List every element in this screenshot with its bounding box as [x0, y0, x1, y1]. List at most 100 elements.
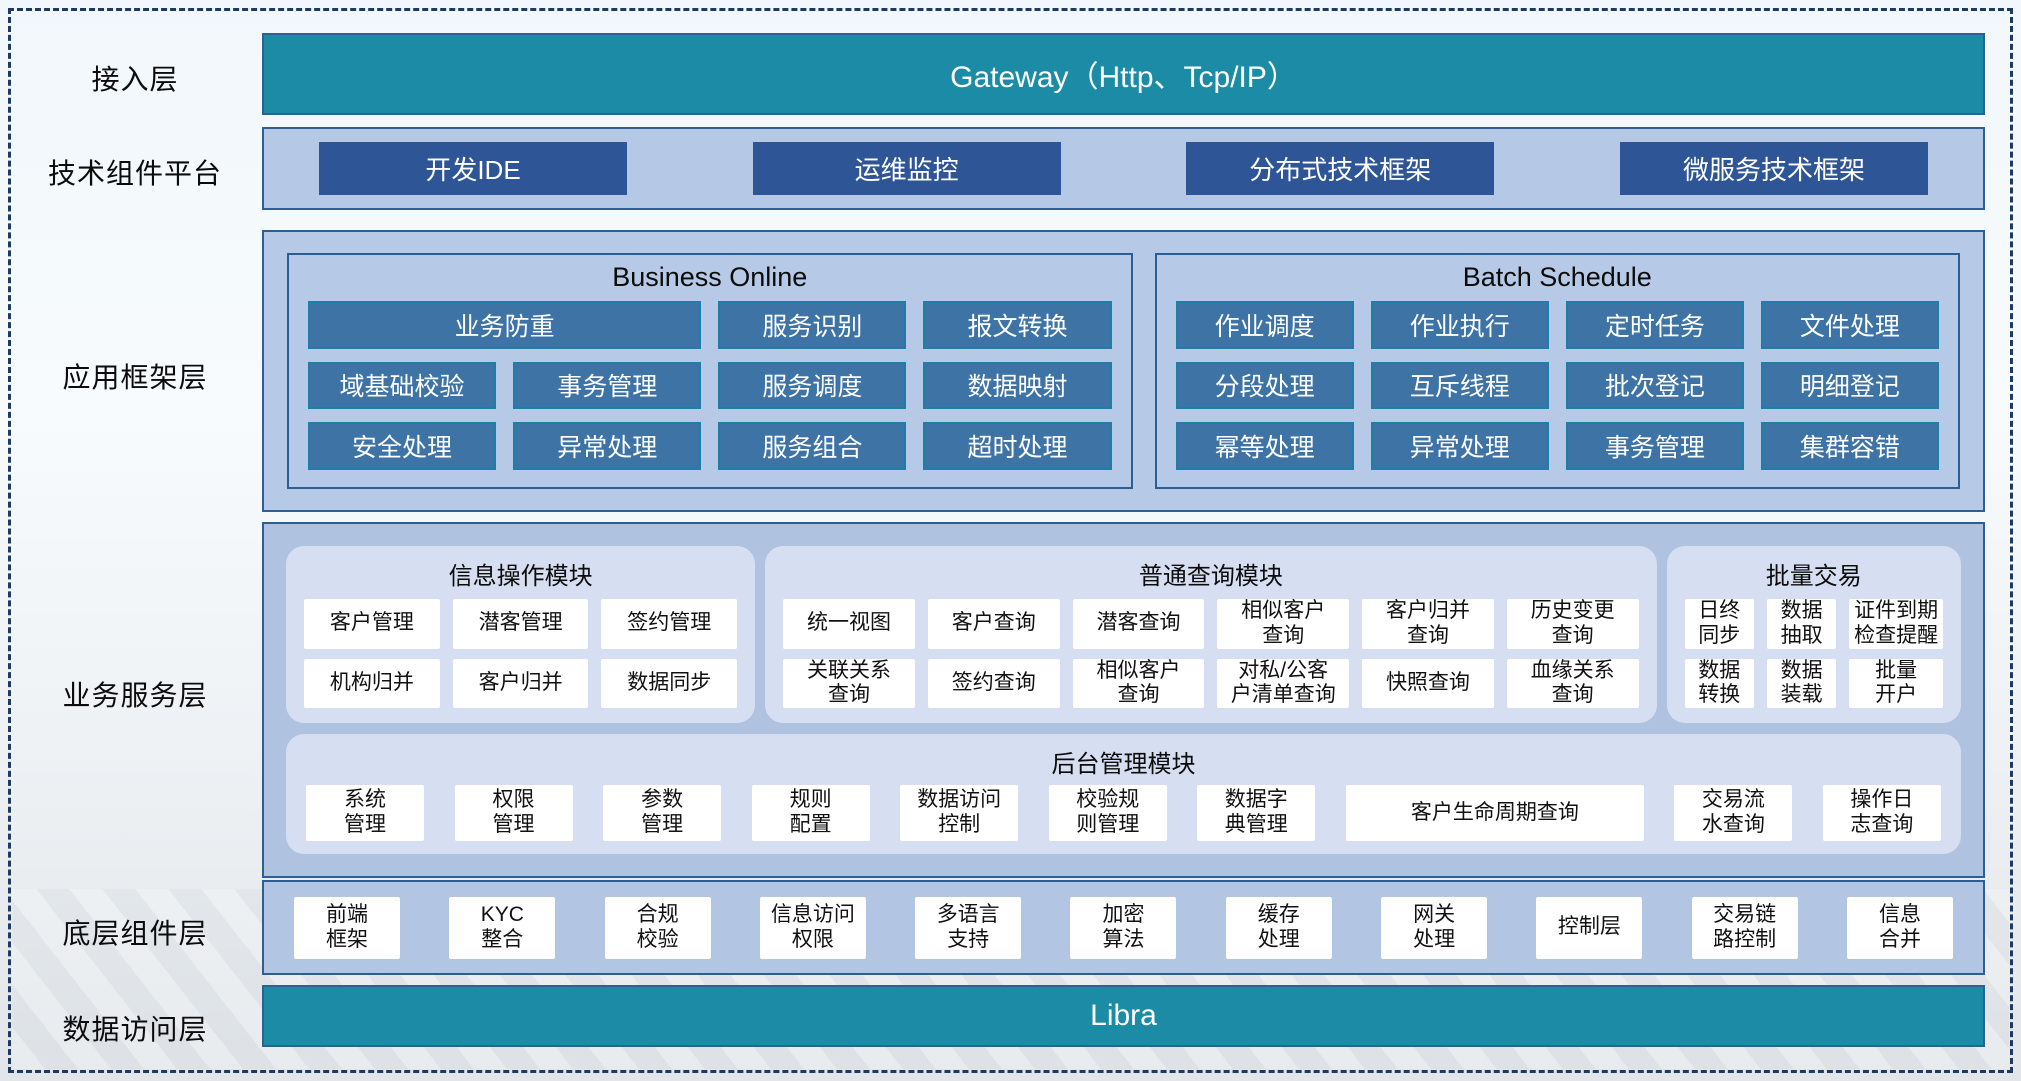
service-cell: 快照查询 [1362, 658, 1494, 709]
base-component-cell: 多语言 支持 [915, 896, 1022, 959]
layer-label-base-components: 底层组件层 [62, 918, 208, 949]
general-query-grid: 统一视图客户查询潜客查询相似客户 查询客户归并 查询历史变更 查询 关联关系 查… [765, 597, 1656, 723]
service-cell: 客户查询 [927, 599, 1060, 649]
data-access-bar: Libra [262, 985, 1985, 1047]
framework-button: 互斥线程 [1370, 361, 1549, 410]
service-cell: 潜客管理 [452, 599, 589, 649]
service-cell: 日终 同步 [1684, 599, 1754, 649]
base-component-cell: 加密 算法 [1070, 896, 1177, 959]
info-operation-panel: 信息操作模块 客户管理潜客管理签约管理 机构归并客户归并数据同步 [286, 546, 756, 724]
info-operation-grid: 客户管理潜客管理签约管理 机构归并客户归并数据同步 [286, 597, 755, 723]
batch-trade-grid: 日终 同步数据 抽取证件到期 检查提醒 数据 转换数据 装载批量 开户 [1667, 597, 1961, 723]
batch-schedule-panel: Batch Schedule 作业调度作业执行定时任务文件处理 分段处理互斥线程… [1154, 253, 1960, 489]
data-access-label: Libra [1090, 999, 1157, 1032]
base-component-cell: 网关 处理 [1381, 896, 1488, 959]
tech-component-button: 运维监控 [752, 142, 1061, 195]
layer-label-business-service: 业务服务层 [62, 680, 208, 711]
general-query-panel: 普通查询模块 统一视图客户查询潜客查询相似客户 查询客户归并 查询历史变更 查询… [765, 546, 1657, 724]
service-cell: 证件到期 检查提醒 [1849, 599, 1944, 649]
business-service-top-row: 信息操作模块 客户管理潜客管理签约管理 机构归并客户归并数据同步 普通查询模块 … [286, 546, 1962, 724]
framework-button: 服务调度 [718, 361, 907, 410]
service-cell: 数据 转换 [1684, 658, 1754, 709]
gateway-bar: Gateway（Http、Tcp/IP） [262, 33, 1985, 115]
admin-module-panel: 后台管理模块 系统 管理权限 管理参数 管理规则 配置数据访问 控制校验规 则管… [286, 734, 1961, 855]
service-cell: 批量 开户 [1849, 658, 1944, 709]
framework-button: 事务管理 [513, 361, 702, 410]
service-cell: 相似客户 查询 [1072, 658, 1205, 709]
service-cell: 数据 抽取 [1766, 599, 1837, 649]
service-cell: 客户归并 [452, 658, 589, 709]
tech-component-button: 分布式技术框架 [1186, 142, 1495, 195]
framework-button: 安全处理 [308, 422, 497, 470]
base-component-cell: 合规 校验 [604, 896, 711, 959]
batch-schedule-grid: 作业调度作业执行定时任务文件处理 分段处理互斥线程批次登记明细登记 幂等处理异常… [1157, 299, 1958, 487]
admin-cell: 交易流 水查询 [1674, 785, 1793, 842]
business-online-grid: 业务防重 服务识别报文转换 域基础校验事务管理服务调度数据映射 安全处理异常处理… [289, 299, 1131, 487]
base-components-row: 前端 框架 KYC 整合合规 校验信息访问 权限多语言 支持加密 算法缓存 处理网… [264, 882, 1983, 973]
base-component-cell: 信息 合并 [1846, 896, 1953, 959]
batch-trade-panel: 批量交易 日终 同步数据 抽取证件到期 检查提醒 数据 转换数据 装载批量 开户 [1666, 546, 1962, 724]
layer-label-tech-platform: 技术组件平台 [47, 158, 222, 189]
service-cell: 关联关系 查询 [783, 658, 915, 709]
service-cell: 数据同步 [601, 658, 738, 709]
framework-button: 定时任务 [1565, 301, 1744, 349]
framework-button: 事务管理 [1565, 422, 1744, 470]
general-query-title: 普通查询模块 [1138, 563, 1283, 590]
admin-module-row: 系统 管理权限 管理参数 管理规则 配置数据访问 控制校验规 则管理数据字 典管… [286, 785, 1961, 854]
framework-button: 批次登记 [1565, 361, 1744, 410]
framework-button: 数据映射 [923, 361, 1112, 410]
base-component-cell: 信息访问 权限 [759, 896, 866, 959]
service-cell: 历史变更 查询 [1506, 599, 1639, 649]
admin-cell: 权限 管理 [454, 785, 573, 842]
business-online-panel: Business Online 业务防重 服务识别报文转换 域基础校验事务管理服… [287, 253, 1133, 489]
base-component-cell: 交易链 路控制 [1691, 896, 1798, 959]
tech-component-button: 微服务技术框架 [1619, 142, 1928, 195]
framework-button: 作业执行 [1370, 301, 1549, 349]
framework-button: 异常处理 [1370, 422, 1549, 470]
service-cell: 相似客户 查询 [1217, 599, 1350, 649]
framework-button: 集群容错 [1760, 422, 1939, 470]
base-components-container: 前端 框架 KYC 整合合规 校验信息访问 权限多语言 支持加密 算法缓存 处理网… [262, 880, 1985, 975]
framework-button: 异常处理 [513, 422, 702, 470]
layer-label-app-framework: 应用框架层 [62, 362, 208, 393]
service-cell: 数据 装载 [1766, 658, 1837, 709]
info-operation-title: 信息操作模块 [448, 563, 593, 590]
base-component-cell: 缓存 处理 [1225, 896, 1332, 959]
batch-schedule-title: Batch Schedule [1462, 262, 1652, 292]
service-cell: 签约查询 [927, 658, 1060, 709]
framework-button: 超时处理 [923, 422, 1112, 470]
service-cell: 客户管理 [304, 599, 440, 649]
framework-button: 明细登记 [1760, 361, 1939, 410]
batch-trade-title: 批量交易 [1765, 563, 1862, 590]
framework-button: 分段处理 [1175, 361, 1354, 410]
business-service-container: 信息操作模块 客户管理潜客管理签约管理 机构归并客户归并数据同步 普通查询模块 … [262, 522, 1985, 878]
base-component-cell: KYC 整合 [449, 896, 556, 959]
service-cell: 统一视图 [783, 599, 915, 649]
framework-button: 文件处理 [1760, 301, 1939, 349]
framework-button: 服务识别 [718, 301, 907, 349]
admin-cell: 校验规 则管理 [1048, 785, 1167, 842]
framework-button: 幂等处理 [1175, 422, 1354, 470]
business-online-title: Business Online [612, 262, 808, 292]
admin-cell: 数据访问 控制 [900, 785, 1019, 842]
admin-cell: 规则 配置 [751, 785, 870, 842]
service-cell: 机构归并 [304, 658, 440, 709]
framework-button: 业务防重 [308, 301, 702, 349]
framework-button: 域基础校验 [308, 361, 497, 410]
gateway-label: Gateway（Http、Tcp/IP） [950, 61, 1297, 94]
admin-cell-lifecycle-query: 客户生命周期查询 [1345, 785, 1644, 842]
service-cell: 血缘关系 查询 [1506, 658, 1639, 709]
admin-cell: 数据字 典管理 [1197, 785, 1316, 842]
tech-platform-bar: 开发IDE 运维监控 分布式技术框架 微服务技术框架 [262, 127, 1985, 210]
service-cell: 潜客查询 [1072, 599, 1205, 649]
tech-platform-items: 开发IDE 运维监控 分布式技术框架 微服务技术框架 [264, 129, 1983, 208]
layer-label-data-access: 数据访问层 [62, 1014, 208, 1045]
tech-component-button: 开发IDE [319, 142, 627, 195]
admin-cell: 操作日 志查询 [1822, 785, 1941, 842]
admin-cell: 参数 管理 [603, 785, 722, 842]
base-component-cell: 前端 框架 [294, 896, 400, 959]
framework-button: 报文转换 [923, 301, 1112, 349]
layer-label-access: 接入层 [91, 64, 179, 95]
framework-button: 作业调度 [1175, 301, 1354, 349]
